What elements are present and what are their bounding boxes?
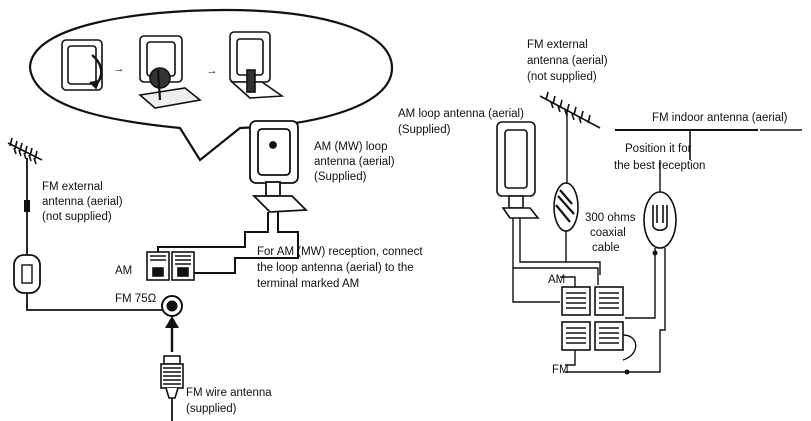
assembly-bubble: → →	[28, 8, 394, 162]
am-mw-loop-label-1: AM (MW) loop	[314, 141, 387, 153]
coax-label-1: 300 ohms	[585, 212, 636, 224]
am-loop-label-right-1: AM loop antenna (aerial)	[398, 108, 524, 120]
fm-wire-label-2: (supplied)	[186, 403, 237, 415]
coax-label-2: coaxial	[590, 227, 626, 239]
fm-wire-label-1: FM wire antenna	[186, 387, 272, 399]
loop-step-2-icon	[138, 35, 202, 109]
loop-step-1-icon	[61, 39, 103, 91]
fm-indoor-antenna-icon	[615, 129, 802, 160]
am-loop-label-right-2: (Supplied)	[398, 124, 451, 136]
insert-arrow-icon	[165, 316, 179, 352]
fm-external-label-right-3: (not supplied)	[527, 71, 597, 83]
am-note-line-3: terminal marked AM	[257, 278, 359, 290]
antenna-lead-icon	[643, 191, 677, 249]
am-terminal-label: AM	[115, 265, 132, 277]
am-mw-loop-label-3: (Supplied)	[314, 171, 367, 183]
am-loop-antenna-icon	[496, 121, 540, 219]
arrow-icon: →	[113, 63, 125, 75]
right-am-label: AM	[548, 274, 565, 286]
am-note-line-1: For AM (MW) reception, connect	[257, 246, 423, 258]
right-terminal-block	[561, 286, 637, 361]
am-terminal-block	[146, 251, 195, 281]
balun-adapter-icon	[13, 254, 41, 294]
am-loop-antenna-icon	[249, 120, 309, 213]
fm-indoor-label: FM indoor antenna (aerial)	[652, 112, 788, 124]
am-note-line-2: the loop antenna (aerial) to the	[257, 262, 414, 274]
fm-external-label-left-2: antenna (aerial)	[42, 196, 123, 208]
fm-75-label: FM 75Ω	[115, 293, 157, 305]
fm-external-antenna-icon	[7, 137, 43, 165]
fm-external-label-right-2: antenna (aerial)	[527, 55, 608, 67]
fm-wire-plug-icon	[160, 355, 184, 421]
fm-external-label-left-1: FM external	[42, 181, 103, 193]
arrow-icon: →	[206, 65, 218, 77]
coaxial-cable-icon	[553, 182, 579, 232]
right-fm-label: FM	[552, 364, 569, 376]
coax-label-3: cable	[592, 242, 620, 254]
am-mw-loop-label-2: antenna (aerial)	[314, 156, 395, 168]
fm-external-antenna-icon	[539, 91, 601, 129]
position-label-1: Position it for	[625, 143, 692, 155]
loop-step-3-icon	[229, 31, 285, 99]
fm-75-jack-icon	[161, 295, 183, 317]
fm-external-label-left-3: (not supplied)	[42, 211, 112, 223]
fm-external-label-right-1: FM external	[527, 39, 588, 51]
